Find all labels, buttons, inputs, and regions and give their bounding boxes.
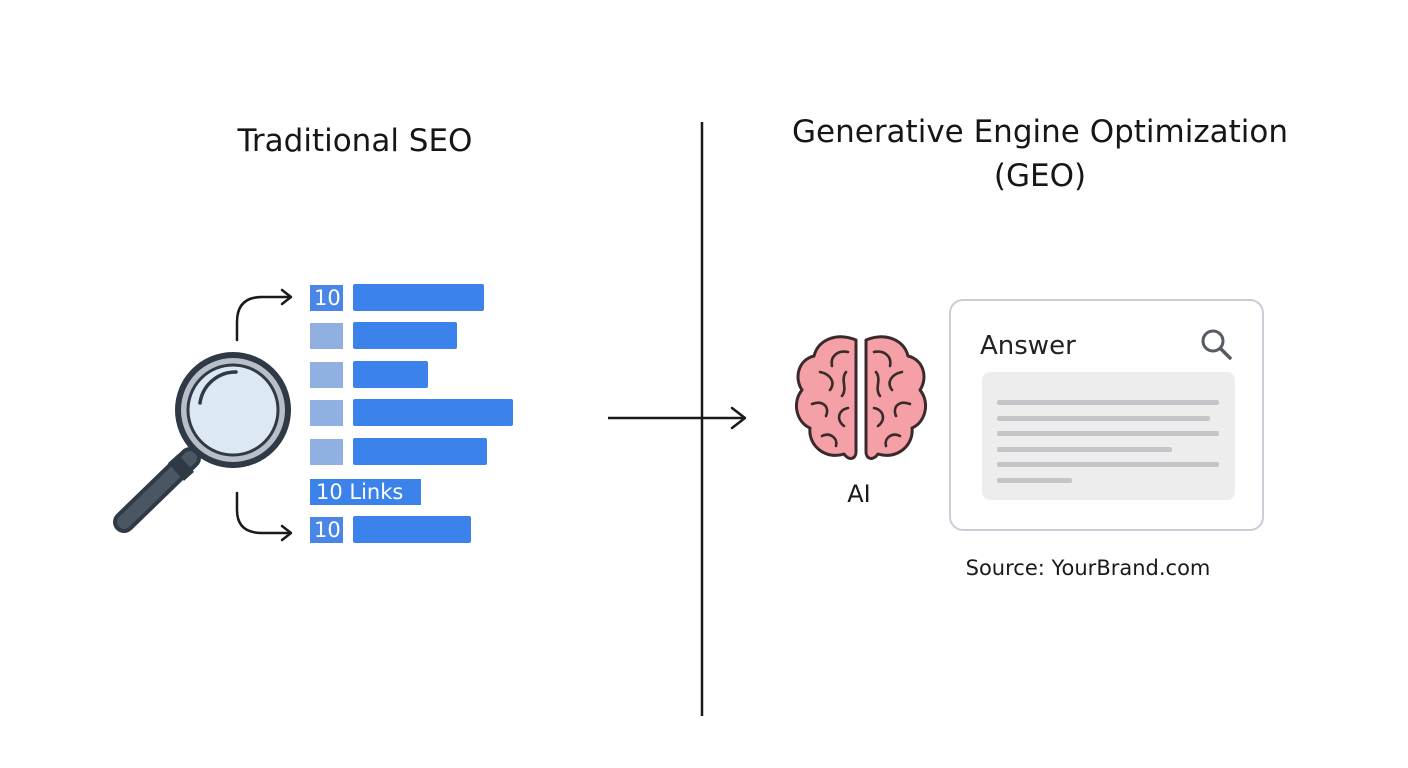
result-badge bbox=[310, 400, 343, 426]
result-badge: 10 bbox=[310, 517, 343, 543]
search-icon bbox=[1201, 329, 1232, 360]
result-badge bbox=[310, 362, 343, 388]
answer-text-line bbox=[997, 400, 1219, 405]
answer-text-line bbox=[997, 446, 1172, 452]
right-title-line-1: Generative Engine Optimization bbox=[792, 114, 1288, 150]
transition-arrow bbox=[608, 406, 747, 430]
result-bar bbox=[353, 322, 457, 349]
source-label: Source: YourBrand.com bbox=[965, 556, 1211, 580]
right-title: Generative Engine Optimization (GEO) bbox=[760, 110, 1320, 198]
answer-body bbox=[982, 372, 1235, 500]
answer-text-line bbox=[997, 431, 1219, 436]
result-bar bbox=[353, 361, 428, 388]
left-title: Traditional SEO bbox=[237, 123, 473, 159]
answer-card: Answer bbox=[949, 299, 1264, 531]
magnifying-glass-icon bbox=[113, 352, 291, 533]
answer-title: Answer bbox=[980, 331, 1076, 361]
answer-text-line bbox=[997, 477, 1072, 483]
ai-label: AI bbox=[847, 480, 871, 508]
result-badge bbox=[310, 323, 343, 349]
curved-arrow-bottom bbox=[235, 491, 293, 542]
curved-arrow-top bbox=[235, 288, 293, 342]
result-bar bbox=[353, 516, 471, 543]
result-badge bbox=[310, 439, 343, 465]
answer-text-line bbox=[997, 415, 1210, 421]
answer-text-line bbox=[997, 462, 1219, 467]
result-bar bbox=[353, 438, 487, 465]
brain-icon bbox=[794, 335, 928, 460]
result-bar bbox=[353, 284, 484, 311]
result-badge: 10 bbox=[310, 285, 343, 311]
result-badge: 10 Links bbox=[310, 479, 421, 505]
right-title-line-2: (GEO) bbox=[993, 158, 1087, 194]
result-bar bbox=[353, 399, 513, 426]
